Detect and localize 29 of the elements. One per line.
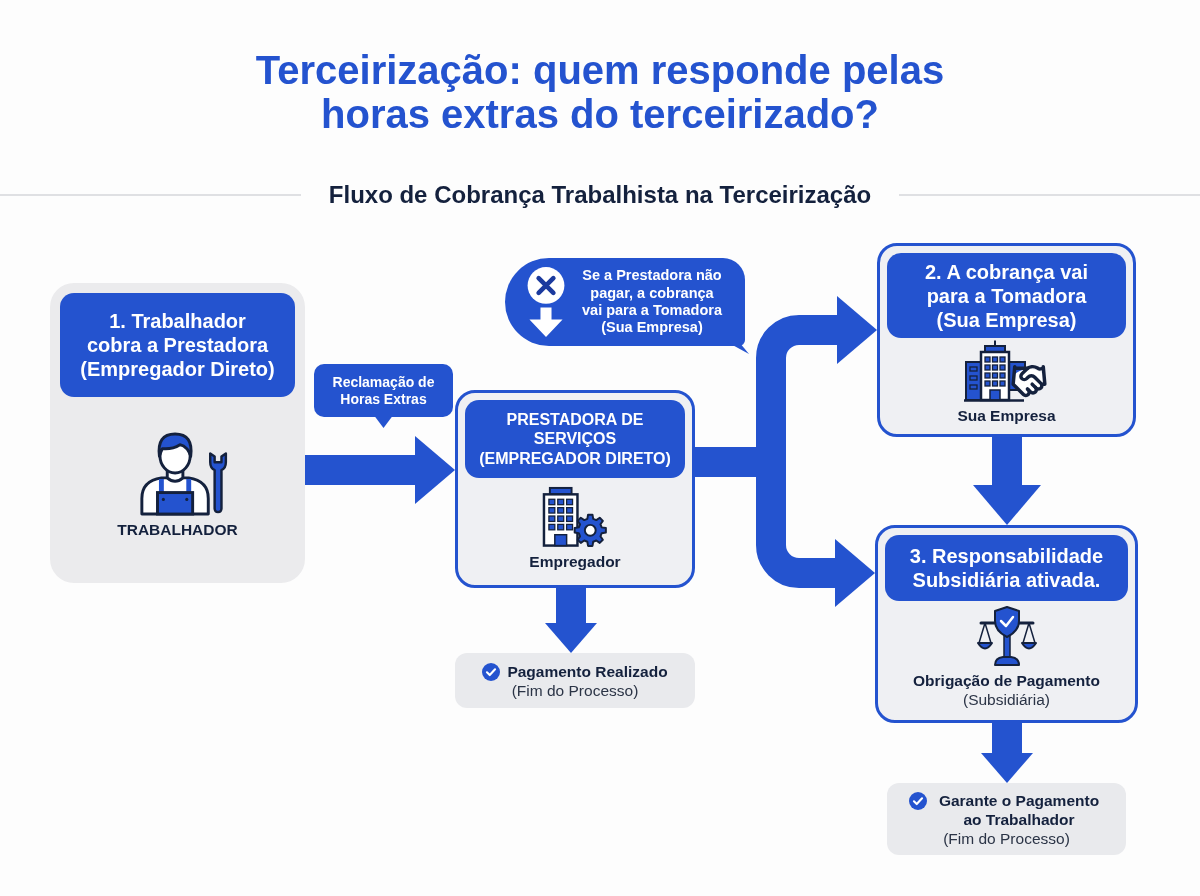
card-heading: 1. Trabalhador cobra a Prestadora (Empregador Direto): [60, 293, 295, 397]
process-card: [877, 243, 1136, 437]
card-heading: 3. Responsabilidade Subsidiária ativada.: [885, 535, 1128, 601]
result-title: Pagamento Realizado: [507, 661, 668, 681]
card-caption: TRABALHADOR: [117, 519, 238, 539]
block-arrow: [981, 723, 1033, 783]
result-note: (Fim do Processo): [943, 828, 1070, 848]
result-title: Garante o Pagamento ao Trabalhador: [937, 790, 1101, 829]
diagram-title: Terceirização: quem responde pelas horas extras do terceirizado?: [254, 48, 946, 136]
card-caption: Obrigação de Pagamento: [913, 671, 1100, 690]
card-note: (Subsidiária): [963, 690, 1050, 709]
card-caption: Sua Empresa: [957, 406, 1056, 425]
result-box: [887, 783, 1126, 855]
process-card: [455, 390, 695, 588]
card-heading: 2. A cobrança vai para a Tomadora (Sua Empresa): [887, 253, 1126, 338]
block-arrow: [305, 436, 455, 504]
block-arrow: [545, 588, 597, 653]
result-note: (Fim do Processo): [511, 680, 639, 700]
block-arrow: [756, 462, 875, 607]
edge-label: Se a Prestadora não pagar, a cobrança vai para a Tomadora (Sua Empresa): [581, 267, 723, 337]
block-arrow: [973, 437, 1041, 525]
result-box: [455, 653, 695, 708]
edge-label: Reclamação de Horas Extras: [331, 373, 436, 408]
card-heading: PRESTADORA DE SERVIÇOS (EMPREGADOR DIRETO): [465, 400, 685, 478]
block-arrow: [756, 296, 877, 462]
step-card: [50, 283, 305, 583]
subtitle: Fluxo de Cobrança Trabalhista na Terceirização: [327, 180, 873, 210]
process-card: [875, 525, 1138, 723]
card-caption: Empregador: [529, 551, 621, 571]
